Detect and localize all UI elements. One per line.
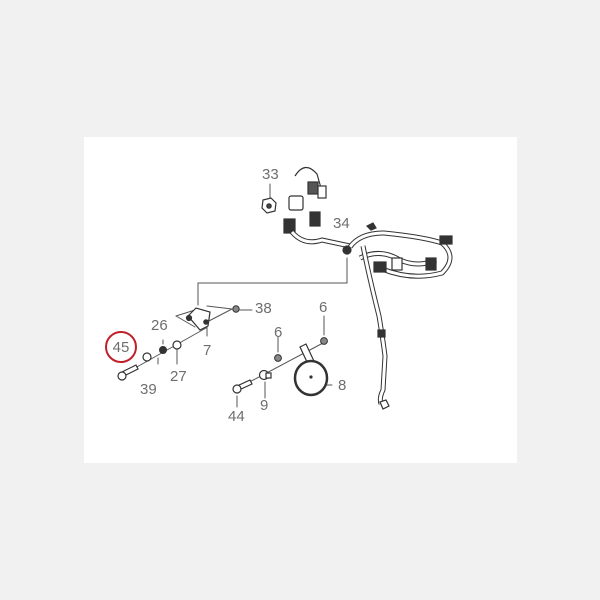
part-39-washer	[142, 352, 152, 362]
wiring-harness	[283, 166, 453, 410]
part-45-bolt	[117, 364, 139, 381]
callout-45: 45	[112, 338, 130, 356]
leader-26b	[175, 309, 196, 317]
callout-27: 27	[170, 368, 187, 385]
part-44-bolt	[232, 379, 253, 394]
diagram-panel	[84, 137, 517, 463]
callout-26: 26	[151, 317, 168, 334]
callout-8: 8	[338, 377, 347, 394]
part-6b-nut	[274, 354, 282, 362]
callout-34: 34	[333, 215, 350, 232]
callout-39: 39	[140, 381, 157, 398]
callout-9: 9	[260, 397, 269, 414]
part-9-collar	[258, 369, 272, 381]
leader-26a	[175, 315, 196, 328]
part-27-washer	[172, 340, 182, 350]
part-26-grommet	[159, 346, 167, 354]
callout-44: 44	[228, 408, 245, 425]
callout-45-highlighted[interactable]: 45	[105, 331, 137, 363]
part-6a-nut	[320, 337, 328, 345]
callout-33: 33	[262, 166, 279, 183]
callout-6a: 6	[319, 299, 328, 316]
part-33-nut	[261, 197, 277, 214]
callout-6b: 6	[274, 324, 283, 341]
callout-38: 38	[255, 300, 272, 317]
part-7-bracket	[185, 307, 211, 331]
part-38-nut	[232, 305, 240, 313]
part-8-horn	[293, 343, 329, 397]
callout-7: 7	[203, 342, 212, 359]
